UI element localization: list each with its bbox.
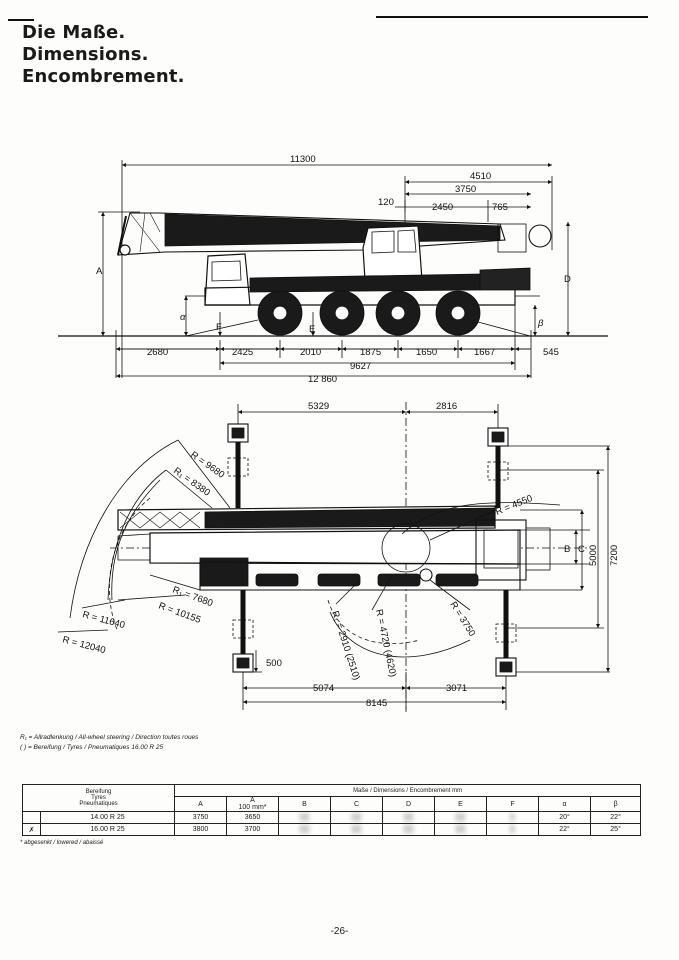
side-view-drawing: 11300 4510 3750 120 2450 765 A D α β F E… bbox=[58, 154, 608, 385]
table-subheader-row: A A 100 mm* B C D E F α β bbox=[23, 796, 642, 812]
title-line-de: Die Maße. bbox=[22, 22, 126, 43]
dim-120: 120 bbox=[378, 197, 394, 208]
row-tyre: 16.00 R 25 bbox=[39, 823, 176, 836]
page-number: -26- bbox=[330, 926, 349, 937]
page-title: Die Maße. Dimensions. Encombrement. bbox=[22, 22, 185, 88]
radius-3750: R = 3750 bbox=[447, 600, 477, 639]
label-alpha: α bbox=[180, 312, 186, 323]
cell-alpha: 20° bbox=[538, 811, 592, 824]
cell-d-obscured: ▒▒ bbox=[382, 823, 436, 836]
note-tyres: ( ) = Bereifung / Tyres / Pneumatiques 1… bbox=[20, 744, 164, 751]
dim-12860: 12 860 bbox=[308, 374, 337, 385]
table-footnote: * abgesenkt / lowered / abaissé bbox=[20, 840, 104, 846]
dim-1650: 1650 bbox=[416, 347, 437, 358]
title-rule-right bbox=[376, 16, 648, 18]
th-f: F bbox=[486, 796, 540, 812]
cell-a: 3800 bbox=[174, 823, 228, 836]
cell-alpha: 22° bbox=[538, 823, 592, 836]
title-line-en: Dimensions. bbox=[22, 44, 149, 65]
row-mark bbox=[22, 811, 41, 824]
label-e: E bbox=[309, 324, 315, 335]
dim-545: 545 bbox=[543, 347, 559, 358]
notes: R₁ = Allradlenkung / All-wheel steering … bbox=[20, 733, 198, 753]
label-d: D bbox=[564, 274, 571, 285]
radius-2910: R₁ = 2910 (2510) bbox=[329, 610, 362, 682]
th-tyres-en: Tyres bbox=[91, 795, 106, 801]
cell-c-obscured: ▒▒ bbox=[330, 823, 384, 836]
th-alpha: α bbox=[538, 796, 592, 812]
dim-1667: 1667 bbox=[474, 347, 495, 358]
cell-a: 3750 bbox=[174, 811, 228, 824]
cell-a2: 3650 bbox=[226, 811, 280, 824]
th-a: A bbox=[174, 796, 228, 812]
table-row: ✗ 16.00 R 25 3800 3700 ▒▒ ▒▒ ▒▒ ▒▒ ▒ 22°… bbox=[22, 823, 642, 836]
th-e: E bbox=[434, 796, 488, 812]
th-d: D bbox=[382, 796, 436, 812]
row-mark: ✗ bbox=[22, 823, 41, 836]
cell-c-obscured: ▒▒ bbox=[330, 811, 384, 824]
dim-3750-side: 3750 bbox=[455, 184, 476, 195]
radius-12040: R = 12040 bbox=[61, 634, 106, 656]
label-f: F bbox=[216, 322, 222, 333]
cell-d-obscured: ▒▒ bbox=[382, 811, 436, 824]
table-row: 14.00 R 25 3750 3650 ▒▒ ▒▒ ▒▒ ▒▒ ▒ 20° 2… bbox=[22, 811, 642, 824]
cell-f-obscured: ▒ bbox=[486, 811, 540, 824]
th-a2: A bbox=[250, 797, 255, 804]
radius-10155: R = 10155 bbox=[157, 600, 202, 625]
th-c: C bbox=[330, 796, 384, 812]
th-beta: β bbox=[590, 796, 642, 812]
th-a-sub: 100 mm* bbox=[238, 804, 267, 811]
dim-5329: 5329 bbox=[308, 401, 329, 412]
dim-3071: 3071 bbox=[446, 683, 467, 694]
cell-a2: 3700 bbox=[226, 823, 280, 836]
dim-8145: 8145 bbox=[366, 698, 387, 709]
dim-5000: 5000 bbox=[588, 545, 599, 566]
dimensions-table: Bereifung Tyres Pneumatiques Maße / Dime… bbox=[21, 784, 642, 836]
title-rule-left bbox=[8, 19, 34, 21]
dim-2010: 2010 bbox=[300, 347, 321, 358]
th-tyres-de: Bereifung bbox=[85, 789, 112, 795]
dim-7200: 7200 bbox=[609, 545, 620, 566]
dim-1875: 1875 bbox=[360, 347, 381, 358]
cell-b-obscured: ▒▒ bbox=[278, 823, 332, 836]
dim-2816: 2816 bbox=[436, 401, 457, 412]
th-a-lowered: A 100 mm* bbox=[226, 796, 280, 812]
table-header-row: Bereifung Tyres Pneumatiques Maße / Dime… bbox=[21, 784, 642, 812]
label-a: A bbox=[96, 266, 103, 277]
label-b: B bbox=[564, 544, 570, 555]
dim-4510: 4510 bbox=[470, 171, 491, 182]
dim-9627: 9627 bbox=[350, 361, 371, 372]
dim-765: 765 bbox=[492, 202, 508, 213]
title-line-fr: Encombrement. bbox=[22, 66, 185, 87]
cell-beta: 25° bbox=[590, 823, 642, 836]
cell-f-obscured: ▒ bbox=[486, 823, 540, 836]
dim-2680: 2680 bbox=[147, 347, 168, 358]
th-dimensions: Maße / Dimensions / Encombrement mm bbox=[174, 784, 642, 797]
label-beta: β bbox=[537, 318, 544, 329]
cell-e-obscured: ▒▒ bbox=[434, 811, 488, 824]
note-all-wheel-steering: R₁ = Allradlenkung / All-wheel steering … bbox=[20, 734, 199, 741]
th-tyres: Bereifung Tyres Pneumatiques bbox=[21, 784, 176, 812]
dim-11300: 11300 bbox=[290, 154, 316, 165]
th-tyres-fr: Pneumatiques bbox=[79, 801, 118, 807]
cell-e-obscured: ▒▒ bbox=[434, 823, 488, 836]
dim-5074: 5074 bbox=[313, 683, 334, 694]
radius-11640: R = 11640 bbox=[81, 609, 126, 631]
row-tyre: 14.00 R 25 bbox=[39, 811, 176, 824]
cell-beta: 22° bbox=[590, 811, 642, 824]
dim-500: 500 bbox=[266, 658, 282, 669]
cell-b-obscured: ▒▒ bbox=[278, 811, 332, 824]
dim-2425: 2425 bbox=[232, 347, 253, 358]
top-view-drawing: 5329 2816 R = 9680 R₁ = 8380 R = 4550 R₁… bbox=[57, 401, 620, 712]
th-b: B bbox=[278, 796, 332, 812]
dim-2450: 2450 bbox=[432, 202, 453, 213]
label-c: C bbox=[578, 544, 585, 555]
